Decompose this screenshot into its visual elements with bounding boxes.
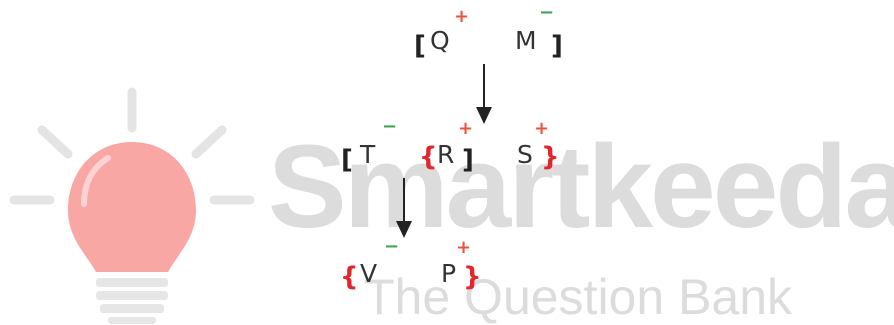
square-bracket-open: [ [341,145,353,175]
arrow-t-to-v [396,178,412,238]
curly-bracket-open: { [340,262,359,292]
sign-m: − [539,2,555,23]
square-bracket-close: ] [551,31,563,61]
lightbulb-icon [9,87,255,324]
node-t: T [360,140,376,169]
square-bracket-close: ] [462,145,474,175]
curly-bracket-close: } [541,142,560,172]
node-m: M [515,26,537,55]
node-v: V [360,259,378,288]
node-p: P [441,259,457,288]
node-s: S [517,140,533,169]
arrow-m-to-r [476,64,492,124]
curly-bracket-close: } [463,262,482,292]
sign-p: + [456,237,472,258]
square-bracket-open: [ [414,31,426,61]
watermark-brand: Smartkeeda [268,121,894,253]
sign-t: − [382,116,398,137]
sign-q: + [454,6,470,27]
curly-bracket-open: { [419,142,438,172]
node-r: R [437,140,455,169]
sign-s: + [534,118,550,139]
sign-v: − [384,236,400,257]
watermark-tagline: The Question Bank [364,269,793,325]
sign-r: + [458,118,474,139]
node-q: Q [430,26,450,55]
